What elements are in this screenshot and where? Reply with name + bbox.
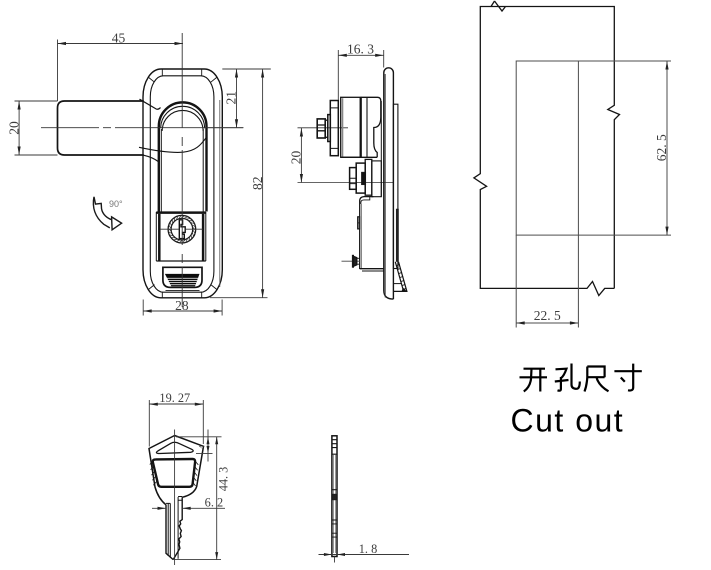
svg-text:90°: 90° bbox=[109, 199, 123, 209]
svg-text:6. 2: 6. 2 bbox=[205, 495, 223, 509]
svg-text:82: 82 bbox=[250, 177, 265, 191]
svg-text:16. 3: 16. 3 bbox=[347, 42, 374, 57]
svg-text:44. 3: 44. 3 bbox=[216, 467, 230, 492]
svg-text:22. 5: 22. 5 bbox=[534, 308, 561, 323]
svg-text:28: 28 bbox=[175, 298, 189, 313]
svg-text:19. 27: 19. 27 bbox=[159, 391, 190, 405]
svg-text:Cut out: Cut out bbox=[511, 403, 625, 439]
svg-text:20: 20 bbox=[289, 151, 304, 165]
svg-text:21: 21 bbox=[224, 91, 239, 105]
svg-text:62. 5: 62. 5 bbox=[654, 134, 669, 161]
svg-text:45: 45 bbox=[112, 30, 126, 45]
svg-text:20: 20 bbox=[6, 121, 21, 135]
svg-text:4: 4 bbox=[198, 445, 207, 449]
svg-text:1. 8: 1. 8 bbox=[359, 542, 377, 556]
